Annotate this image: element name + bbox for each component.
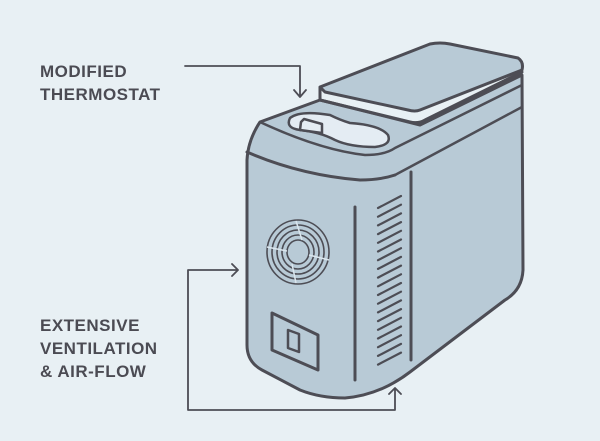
ventilation-arrow — [187, 263, 402, 411]
label-modified-thermostat: MODIFIED THERMOSTAT — [40, 60, 161, 106]
thermostat-arrow — [184, 65, 307, 98]
vent-slat — [376, 334, 403, 349]
label-line: MODIFIED — [40, 62, 128, 81]
lid — [318, 41, 524, 113]
label-line: EXTENSIVE — [40, 316, 140, 335]
vent-slat — [376, 194, 403, 210]
vent-slat — [376, 316, 403, 331]
vent-slat — [376, 247, 403, 262]
label-ventilation: EXTENSIVE VENTILATION & AIR-FLOW — [40, 314, 158, 383]
vent-slat — [376, 290, 403, 305]
vent-slat — [376, 238, 403, 253]
side-vents — [376, 194, 403, 366]
vent-slat — [376, 264, 403, 279]
vent-slat — [376, 212, 403, 227]
fan-grille — [266, 219, 330, 285]
vent-slat — [376, 342, 403, 357]
label-line: VENTILATION — [40, 339, 158, 358]
vent-slat — [376, 351, 403, 366]
power-switch — [270, 311, 320, 372]
vent-slat — [376, 221, 403, 236]
vent-slat — [376, 203, 403, 218]
cooler-body — [245, 73, 525, 400]
vent-slat — [376, 308, 403, 323]
vent-slat — [376, 325, 403, 340]
vent-slat — [376, 281, 403, 297]
vent-slat — [376, 229, 403, 244]
vent-slat — [376, 299, 403, 314]
label-line: & AIR-FLOW — [40, 362, 147, 381]
thermostat-knob — [298, 117, 324, 135]
label-line: THERMOSTAT — [40, 85, 161, 104]
vent-slat — [376, 255, 403, 270]
vent-slat — [376, 273, 403, 288]
